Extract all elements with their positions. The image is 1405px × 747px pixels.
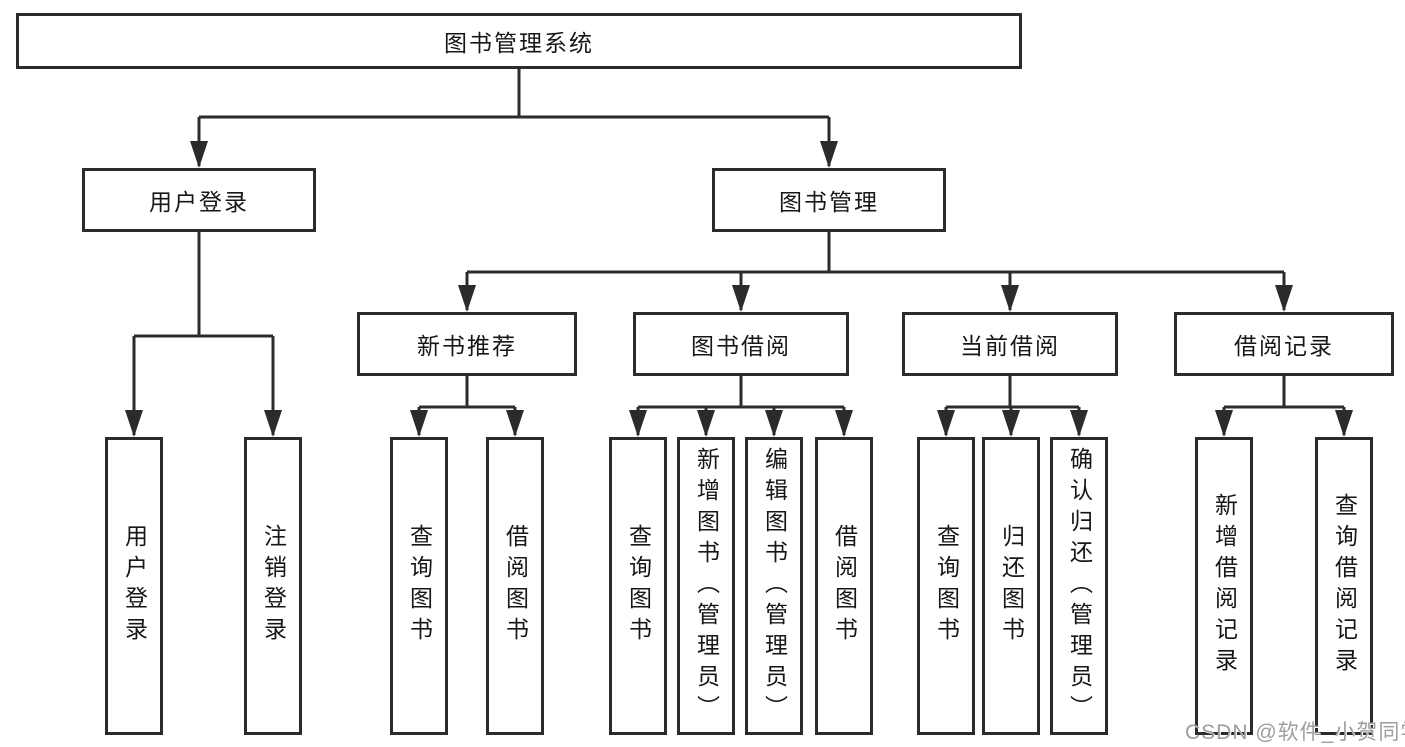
arrow-icon <box>629 410 647 437</box>
node-label: 查询借阅记录 <box>1331 493 1358 679</box>
connector-lines <box>132 69 1346 435</box>
node-label: 图书管理 <box>779 189 879 215</box>
connector-user-login-children <box>132 232 275 435</box>
arrow-icon <box>125 410 143 437</box>
node-label: 新增图书（管理员） <box>693 446 720 726</box>
leaf-add-borrow-record: 新增借阅记录 <box>1195 437 1253 735</box>
node-label: 查询图书 <box>406 524 433 648</box>
node-current-borrowing: 当前借阅 <box>902 312 1118 376</box>
watermark: CSDN @软件_小贺同学 <box>1185 721 1405 744</box>
arrow-icon <box>697 410 715 437</box>
node-label: 注销登录 <box>260 524 287 648</box>
node-label: 借阅图书 <box>831 524 858 648</box>
connector-new-book-children <box>417 376 517 435</box>
arrow-icon <box>410 410 428 437</box>
leaf-confirm-return-admin: 确认归还（管理员） <box>1050 437 1108 735</box>
node-label: 编辑图书（管理员） <box>761 446 788 726</box>
leaf-edit-book-admin: 编辑图书（管理员） <box>745 437 803 735</box>
node-label: 当前借阅 <box>960 333 1060 359</box>
leaf-logout: 注销登录 <box>244 437 302 735</box>
node-book-management: 图书管理 <box>712 168 946 232</box>
arrow-icon <box>1335 410 1353 437</box>
node-borrowing-records: 借阅记录 <box>1174 312 1394 376</box>
leaf-add-book-admin: 新增图书（管理员） <box>677 437 735 735</box>
leaf-query-books-borrow: 查询图书 <box>609 437 667 735</box>
connector-book-borrow-children <box>636 376 846 435</box>
connector-current-borrow-children <box>944 376 1081 435</box>
connector-borrow-record-children <box>1222 376 1346 435</box>
arrow-icon <box>835 410 853 437</box>
arrow-icon <box>1001 285 1019 312</box>
node-label: 借阅记录 <box>1234 333 1334 359</box>
node-new-book-recommendation: 新书推荐 <box>357 312 577 376</box>
leaf-return-books: 归还图书 <box>982 437 1040 735</box>
node-label: 新增借阅记录 <box>1211 493 1238 679</box>
arrow-icon <box>264 410 282 437</box>
node-label: 图书管理系统 <box>444 30 594 56</box>
arrow-icon <box>732 285 750 312</box>
leaf-query-borrow-record: 查询借阅记录 <box>1315 437 1373 735</box>
arrow-icon <box>765 410 783 437</box>
node-label: 图书借阅 <box>691 333 791 359</box>
node-library-management-system: 图书管理系统 <box>16 13 1022 69</box>
arrow-icon <box>1215 410 1233 437</box>
node-label: 借阅图书 <box>502 524 529 648</box>
node-label: 查询图书 <box>933 524 960 648</box>
arrow-icon <box>1002 410 1020 437</box>
connector-root-to-level2 <box>197 69 831 166</box>
node-label: 归还图书 <box>998 524 1025 648</box>
node-label: 用户登录 <box>121 524 148 648</box>
leaf-query-books-current: 查询图书 <box>917 437 975 735</box>
arrow-icon <box>937 410 955 437</box>
arrow-icon <box>458 285 476 312</box>
arrow-icon <box>1070 410 1088 437</box>
leaf-borrow-books: 借阅图书 <box>815 437 873 735</box>
leaf-borrow-books-recommend: 借阅图书 <box>486 437 544 735</box>
node-label: 确认归还（管理员） <box>1066 446 1093 726</box>
node-user-login: 用户登录 <box>82 168 316 232</box>
arrow-icon <box>1275 285 1293 312</box>
leaf-user-login: 用户登录 <box>105 437 163 735</box>
arrow-icon <box>506 410 524 437</box>
node-label: 查询图书 <box>625 524 652 648</box>
leaf-query-books-recommend: 查询图书 <box>390 437 448 735</box>
connector-book-management-children <box>465 232 1286 310</box>
node-book-borrowing: 图书借阅 <box>633 312 849 376</box>
node-label: 新书推荐 <box>417 333 517 359</box>
arrow-icon <box>190 141 208 168</box>
node-label: 用户登录 <box>149 189 249 215</box>
arrow-icon <box>820 141 838 168</box>
